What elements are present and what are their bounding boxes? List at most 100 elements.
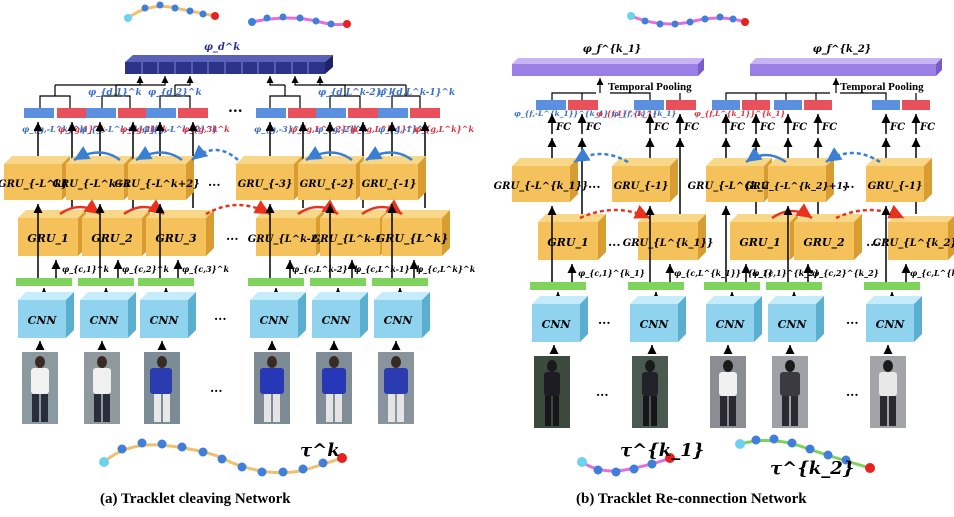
- cnn-feature-label: φ_{c,1}^{k_2}: [752, 268, 819, 278]
- svg-text:φ_{c,2}^k: φ_{c,2}^k: [122, 264, 169, 274]
- feature-red: [288, 108, 318, 118]
- svg-text:GRU_1: GRU_1: [547, 236, 588, 250]
- group-feature-label: φ_{d,2}^k: [148, 88, 202, 98]
- cnn-feature-label: φ_{c,L^{k_1}}^{k_1}: [674, 268, 773, 278]
- feature-label-red: φ_{g,1}^k: [58, 124, 106, 134]
- feature-label-red: φ_{g,L^k}^k: [414, 124, 474, 134]
- fc-label: FC: [683, 122, 699, 133]
- cnn-feature-labels-a: φ_{c,1}^k φ_{c,2}^k φ_{c,3}^k φ_{c,L^k-2…: [62, 264, 476, 274]
- cnn-box: CNN: [532, 296, 588, 342]
- ellipsis: ...: [214, 309, 227, 323]
- cnn-feature-bar: [310, 278, 366, 286]
- feature-labels-a: φ_{g,-L^k}^k φ_{g,1}^k φ_{g,-L^k+1}^k φ_…: [22, 124, 474, 134]
- person-image: [144, 352, 180, 424]
- fc-label: FC: [919, 122, 935, 133]
- feature-red: [118, 108, 148, 118]
- svg-text:CNN: CNN: [260, 314, 290, 327]
- gru-box: GRU_{-3}: [236, 156, 302, 200]
- gru-box: GRU_1: [18, 210, 86, 256]
- svg-text:GRU_{-1}: GRU_{-1}: [614, 181, 669, 192]
- feature-red: [742, 100, 770, 110]
- cnn-feature-bar: [248, 278, 304, 286]
- svg-text:CNN: CNN: [640, 318, 670, 331]
- gru-box: GRU_{-1}: [612, 158, 678, 202]
- gru-box: GRU_{L^{k_2}}: [873, 216, 954, 260]
- feature-blue: [256, 108, 286, 118]
- cnn-feature-label: φ_{c,L^{k_2}}^{k_2}: [910, 268, 954, 278]
- aggregation-tree-a: [39, 76, 421, 108]
- ellipsis: ...: [596, 385, 609, 399]
- image-row-b: [534, 356, 906, 428]
- svg-text:GRU_{-3}: GRU_{-3}: [238, 179, 293, 190]
- feature-label-red: φ_{f,L^{k_1}}^{k_1}: [694, 109, 785, 118]
- feature-pairs-a: [24, 108, 440, 118]
- feature-label-red: φ_{g,3}^k: [182, 124, 230, 134]
- ellipsis: ...: [588, 177, 601, 191]
- svg-text:GRU_{-1}: GRU_{-1}: [362, 179, 417, 190]
- fc-label: FC: [759, 122, 775, 133]
- feature-blue: [24, 108, 54, 118]
- image-row-a: [22, 352, 414, 424]
- cnn-box: CNN: [768, 296, 824, 342]
- feature-label-blue: φ_{g,-1}^k: [378, 124, 429, 134]
- cnn-feature-bar: [766, 282, 822, 290]
- person-image: [710, 356, 746, 428]
- feature-blue: [634, 100, 664, 110]
- ellipsis: ...: [598, 313, 611, 327]
- feature-blue: [536, 100, 566, 110]
- svg-text:GRU_2: GRU_2: [91, 232, 133, 246]
- fc-label: FC: [791, 122, 807, 133]
- cnn-feature-bar: [372, 278, 428, 286]
- gru-box: GRU_1: [538, 214, 606, 260]
- reverse-gru-row-a: GRU_{-L^k} GRU_{-L^k+1} GRU_{-L^k+2} GRU…: [0, 156, 426, 200]
- ellipsis: ...: [226, 229, 239, 243]
- gru-box: GRU_{L^{k_1}}: [623, 214, 714, 260]
- svg-text:GRU_{-L^k+1}: GRU_{-L^k+1}: [52, 179, 137, 190]
- fc-label: FC: [585, 122, 601, 133]
- top-feature-label-a: φ_d^k: [204, 42, 240, 53]
- feature-red: [57, 108, 87, 118]
- feature-blue: [712, 100, 740, 110]
- svg-text:GRU_{L^k}: GRU_{L^k}: [376, 232, 448, 246]
- feature-red: [348, 108, 378, 118]
- tracklet-top-left: [124, 1, 219, 22]
- cnn-row-a: CNN CNN CNN CNN CNN CNN: [18, 292, 430, 338]
- svg-text:GRU_1: GRU_1: [27, 232, 68, 246]
- svg-text:GRU_{-L^{k_2}+1}: GRU_{-L^{k_2}+1}: [745, 181, 850, 192]
- feature-label-blue: φ_{g,-L^k}^k: [22, 124, 86, 134]
- caption-a: (a) Tracklet cleaving Network: [100, 491, 291, 507]
- cnn-box: CNN: [140, 292, 196, 338]
- network-a: φ_d^k ... φ_{d,1}^k φ_{d,2}^k: [0, 1, 476, 507]
- cnn-feature-bars-b: [530, 282, 920, 290]
- feature-blue: [86, 108, 116, 118]
- fc-label: FC: [729, 122, 745, 133]
- cnn-feature-bars-a: [16, 278, 428, 286]
- cnn-feature-bar: [864, 282, 920, 290]
- svg-text:CNN: CNN: [90, 314, 120, 327]
- tracklet-top-right: [248, 13, 351, 28]
- feature-pairs-b-right: [712, 100, 930, 110]
- cnn-feature-bar: [16, 278, 72, 286]
- svg-text:GRU_{L^{k_2}}: GRU_{L^{k_2}}: [873, 238, 954, 249]
- svg-text:GRU_{L^k-1}: GRU_{L^k-1}: [312, 234, 388, 245]
- cnn-feature-bar: [530, 282, 586, 290]
- group-feature-label: φ_{d,1}^k: [88, 88, 142, 98]
- tracklet-k1: [577, 453, 675, 477]
- svg-text:CNN: CNN: [384, 314, 414, 327]
- person-image: [84, 352, 120, 424]
- svg-text:CNN: CNN: [876, 318, 906, 331]
- person-image: [254, 352, 290, 424]
- svg-text:CNN: CNN: [150, 314, 180, 327]
- feature-blue: [872, 100, 900, 110]
- svg-text:CNN: CNN: [322, 314, 352, 327]
- feature-label-blue: φ_{f,-L^{k_1}}^{k_1}: [514, 109, 609, 118]
- gru-box: GRU_{L^k-2}: [248, 210, 324, 256]
- feature-red: [410, 108, 440, 118]
- person-image: [22, 352, 58, 424]
- gru-box: GRU_{L^k}: [376, 210, 450, 256]
- person-image: [870, 356, 906, 428]
- group-feature-label: φ_{d,L^k-1}^k: [378, 88, 455, 98]
- cnn-feature-label: φ_{c,2}^{k_2}: [812, 268, 879, 278]
- svg-text:GRU_{L^{k_1}}: GRU_{L^{k_1}}: [623, 238, 714, 249]
